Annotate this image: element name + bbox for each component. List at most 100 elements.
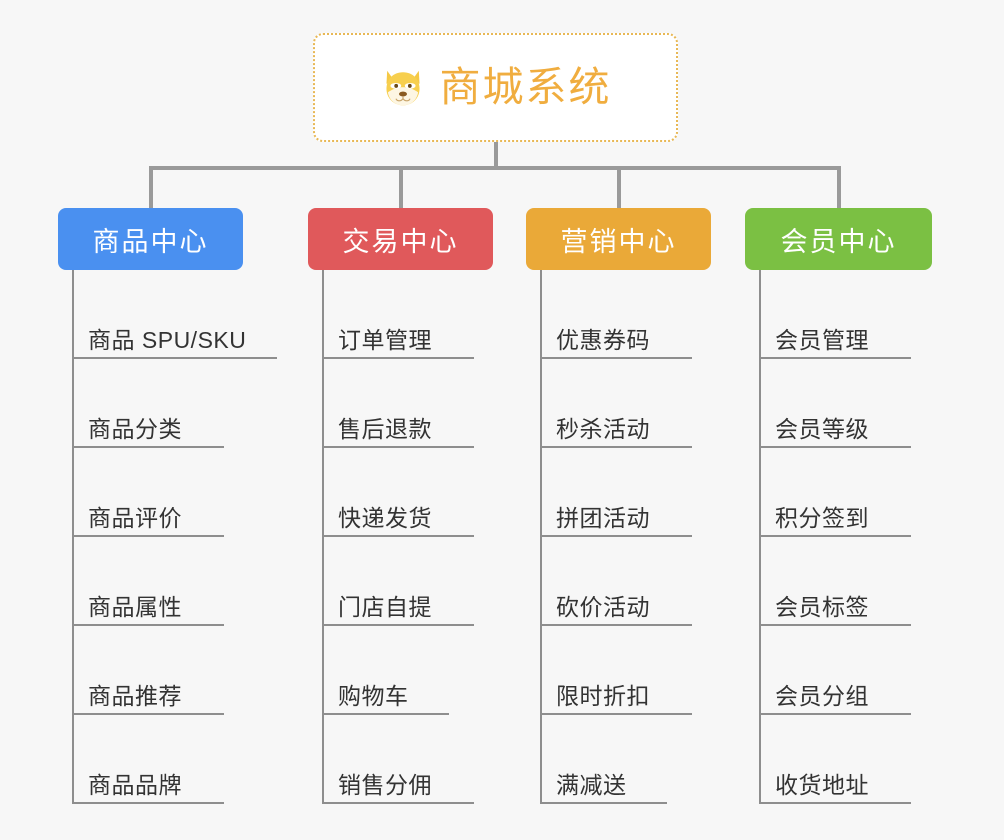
leaf-item[interactable]: 售后退款 bbox=[308, 359, 493, 448]
leaf-item[interactable]: 商品推荐 bbox=[58, 626, 243, 715]
leaf-item-label: 商品属性 bbox=[88, 594, 182, 620]
trunk-drop-4 bbox=[836, 166, 841, 210]
leaf-item[interactable]: 商品 SPU/SKU bbox=[58, 270, 277, 359]
leaf-item-label: 限时折扣 bbox=[556, 683, 650, 709]
leaf-item-label: 商品 SPU/SKU bbox=[88, 327, 247, 353]
leaf-item-rule bbox=[759, 713, 911, 715]
leaf-item-rule bbox=[72, 713, 224, 715]
leaf-spine bbox=[72, 270, 74, 804]
leaf-item[interactable]: 砍价活动 bbox=[526, 537, 711, 626]
leaf-item[interactable]: 商品分类 bbox=[58, 359, 243, 448]
leaf-item-rule bbox=[322, 624, 474, 626]
leaf-item-label: 商品品牌 bbox=[88, 772, 182, 798]
leaf-item-label: 会员管理 bbox=[775, 327, 869, 353]
leaf-item-label: 秒杀活动 bbox=[556, 416, 650, 442]
leaf-item-rule bbox=[322, 802, 474, 804]
branch-column-1: 商品中心商品 SPU/SKU 商品分类商品评价商品属性商品推荐商品品牌 bbox=[58, 208, 277, 804]
leaf-item-rule bbox=[72, 535, 224, 537]
leaf-item-label: 会员分组 bbox=[775, 683, 869, 709]
leaf-item-rule bbox=[322, 535, 474, 537]
leaf-item-label: 会员等级 bbox=[775, 416, 869, 442]
leaf-item[interactable]: 会员等级 bbox=[745, 359, 932, 448]
branch-header-label: 商品中心 bbox=[92, 226, 209, 257]
trunk-drop-1 bbox=[148, 166, 153, 210]
leaf-item-label: 售后退款 bbox=[338, 416, 432, 442]
leaf-item[interactable]: 商品品牌 bbox=[58, 715, 243, 804]
leaf-item-label: 商品评价 bbox=[88, 505, 182, 531]
leaf-item-label: 订单管理 bbox=[338, 327, 432, 353]
leaf-item-rule bbox=[322, 357, 474, 359]
trunk-drop-3 bbox=[616, 166, 621, 210]
leaf-spine bbox=[322, 270, 324, 804]
leaf-list-4: 会员管理会员等级积分签到会员标签会员分组收货地址 bbox=[745, 270, 932, 804]
leaf-spine bbox=[759, 270, 761, 804]
leaf-item[interactable]: 会员分组 bbox=[745, 626, 932, 715]
leaf-item-label: 销售分佣 bbox=[338, 772, 432, 798]
shiba-dog-face-icon bbox=[385, 70, 420, 105]
leaf-item[interactable]: 门店自提 bbox=[308, 537, 493, 626]
branch-column-4: 会员中心会员管理会员等级积分签到会员标签会员分组收货地址 bbox=[745, 208, 932, 804]
branch-header-label: 营销中心 bbox=[560, 226, 677, 257]
leaf-item[interactable]: 购物车 bbox=[308, 626, 493, 715]
leaf-item[interactable]: 满减送 bbox=[526, 715, 711, 804]
leaf-item[interactable]: 快递发货 bbox=[308, 448, 493, 537]
leaf-item-rule bbox=[540, 713, 692, 715]
leaf-item-label: 收货地址 bbox=[775, 772, 869, 798]
leaf-item-label: 积分签到 bbox=[775, 505, 869, 531]
leaf-item-label: 购物车 bbox=[338, 683, 409, 709]
leaf-item-label: 满减送 bbox=[556, 772, 627, 798]
leaf-item[interactable]: 拼团活动 bbox=[526, 448, 711, 537]
leaf-list-1: 商品 SPU/SKU 商品分类商品评价商品属性商品推荐商品品牌 bbox=[58, 270, 277, 804]
leaf-item[interactable]: 商品属性 bbox=[58, 537, 243, 626]
leaf-item[interactable]: 优惠券码 bbox=[526, 270, 711, 359]
branch-column-2: 交易中心订单管理售后退款快递发货门店自提购物车销售分佣 bbox=[308, 208, 493, 804]
branch-column-3: 营销中心优惠券码秒杀活动拼团活动砍价活动限时折扣满减送 bbox=[526, 208, 711, 804]
leaf-item-rule bbox=[72, 357, 277, 359]
leaf-item-label: 会员标签 bbox=[775, 594, 869, 620]
branch-header-4[interactable]: 会员中心 bbox=[745, 208, 932, 270]
trunk-drop-2 bbox=[398, 166, 403, 210]
root-title: 商城系统 bbox=[439, 64, 612, 110]
leaf-item-rule bbox=[322, 446, 474, 448]
leaf-item-label: 门店自提 bbox=[338, 594, 432, 620]
leaf-item[interactable]: 商品评价 bbox=[58, 448, 243, 537]
leaf-item-label: 快递发货 bbox=[338, 505, 432, 531]
leaf-item-rule bbox=[72, 624, 224, 626]
leaf-item[interactable]: 收货地址 bbox=[745, 715, 932, 804]
branch-header-label: 交易中心 bbox=[342, 226, 459, 257]
leaf-item-rule bbox=[759, 446, 911, 448]
leaf-item-rule bbox=[759, 802, 911, 804]
branch-header-3[interactable]: 营销中心 bbox=[526, 208, 711, 270]
leaf-item-rule bbox=[322, 713, 449, 715]
branch-header-2[interactable]: 交易中心 bbox=[308, 208, 493, 270]
trunk-bar bbox=[150, 166, 838, 170]
leaf-item-label: 拼团活动 bbox=[556, 505, 650, 531]
leaf-item-label: 商品分类 bbox=[88, 416, 182, 442]
leaf-item[interactable]: 销售分佣 bbox=[308, 715, 493, 804]
root-node[interactable]: 商城系统 bbox=[313, 33, 678, 142]
leaf-item[interactable]: 秒杀活动 bbox=[526, 359, 711, 448]
branch-header-1[interactable]: 商品中心 bbox=[58, 208, 243, 270]
leaf-item-rule bbox=[759, 357, 911, 359]
leaf-list-3: 优惠券码秒杀活动拼团活动砍价活动限时折扣满减送 bbox=[526, 270, 711, 804]
leaf-item[interactable]: 订单管理 bbox=[308, 270, 493, 359]
leaf-list-2: 订单管理售后退款快递发货门店自提购物车销售分佣 bbox=[308, 270, 493, 804]
leaf-item[interactable]: 会员标签 bbox=[745, 537, 932, 626]
leaf-item-rule bbox=[759, 624, 911, 626]
leaf-item-rule bbox=[540, 357, 692, 359]
trunk-stem bbox=[494, 142, 498, 169]
leaf-item[interactable]: 限时折扣 bbox=[526, 626, 711, 715]
leaf-item-rule bbox=[759, 535, 911, 537]
leaf-item-rule bbox=[540, 446, 692, 448]
leaf-item-label: 商品推荐 bbox=[88, 683, 182, 709]
leaf-item-label: 优惠券码 bbox=[556, 327, 650, 353]
leaf-item-label: 砍价活动 bbox=[556, 594, 650, 620]
leaf-item-rule bbox=[540, 802, 667, 804]
leaf-item-rule bbox=[540, 535, 692, 537]
leaf-item-rule bbox=[72, 446, 224, 448]
leaf-item-rule bbox=[72, 802, 224, 804]
leaf-item[interactable]: 积分签到 bbox=[745, 448, 932, 537]
leaf-item[interactable]: 会员管理 bbox=[745, 270, 932, 359]
branch-header-label: 会员中心 bbox=[780, 226, 897, 257]
